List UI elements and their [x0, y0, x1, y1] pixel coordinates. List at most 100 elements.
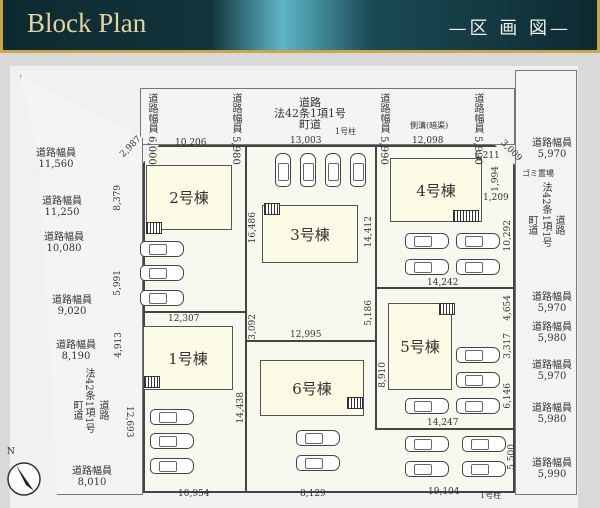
dimension: 13,003: [290, 136, 322, 146]
dimension: 10,292: [503, 220, 513, 252]
road-type-label: 町道: [71, 400, 82, 420]
car-icon: [405, 436, 449, 452]
car-icon: [150, 433, 194, 449]
dimension: 6,146: [503, 383, 513, 409]
page-title: Block Plan: [27, 8, 147, 38]
road-law-label: 法42条1項1号: [540, 182, 551, 248]
dimension: 8,910: [378, 362, 388, 388]
car-icon: [405, 398, 449, 414]
car-icon: [140, 265, 184, 281]
dimension: 1,994: [491, 166, 501, 192]
north-compass-icon: N: [4, 447, 44, 497]
dimension: 12,995: [290, 330, 322, 340]
dimension: 1,211: [474, 151, 500, 161]
dimension: 3,092: [248, 314, 258, 340]
dimension: 5,991: [113, 270, 123, 296]
header-banner: Block Plan —区 画 図—: [0, 0, 600, 53]
dimension: 16,486: [248, 212, 258, 244]
dimension: 8,129: [300, 489, 326, 499]
car-icon: [296, 430, 340, 446]
car-icon: [456, 259, 500, 275]
car-icon: [405, 461, 449, 477]
building-5[interactable]: 5号棟: [388, 303, 452, 390]
dimension: 19,104: [428, 487, 460, 497]
road-label: 道路: [97, 400, 108, 420]
dimension: 12,098: [412, 136, 444, 146]
dimension: 8,379: [113, 185, 123, 211]
car-icon: [456, 398, 500, 414]
road-label: 道路: [299, 96, 321, 109]
car-icon: [150, 409, 194, 425]
dimension: 14,438: [236, 392, 246, 424]
dimension: 10,206: [175, 138, 207, 148]
road-width-label: 道路幅員 5,990: [472, 93, 483, 165]
road-width-label: 道路幅員 6,000: [146, 93, 157, 165]
dimension: 5,500: [507, 444, 517, 470]
lot-line: [246, 340, 376, 342]
car-icon: [140, 290, 184, 306]
dimension: 14,412: [364, 216, 374, 248]
north-label: N: [7, 447, 15, 457]
road-width-label: 道路幅員 5,980: [230, 93, 241, 165]
post-label: 1号柱: [480, 491, 502, 500]
post-label: 1号柱: [335, 127, 357, 136]
dimension: 12,307: [168, 314, 200, 324]
dimension: 14,247: [427, 418, 459, 428]
road-type: 町道: [299, 118, 321, 131]
road-right: [515, 70, 577, 495]
stairs-icon: [144, 376, 160, 388]
car-icon: [140, 241, 184, 257]
dimension: 3,317: [503, 333, 513, 359]
gutter-label: 側溝(暗渠): [410, 121, 449, 130]
car-icon: [456, 347, 500, 363]
stairs-icon: [347, 397, 363, 409]
car-icon: [405, 233, 449, 249]
lot-line: [245, 145, 247, 493]
dimension: 5,186: [364, 300, 374, 326]
lot-line: [143, 311, 246, 313]
road-designation: 道路 法42条1項1号 町道: [270, 97, 350, 130]
dimension: 1,209: [483, 193, 509, 203]
car-icon: [150, 458, 194, 474]
car-icon: [462, 461, 506, 477]
building-2[interactable]: 2号棟: [146, 165, 232, 230]
car-icon: [456, 372, 500, 388]
car-icon: [456, 233, 500, 249]
lot-line: [375, 287, 515, 289]
page-subtitle: —区 画 図—: [448, 18, 571, 39]
road-type-label: 町道: [526, 215, 537, 235]
stairs-icon: [439, 303, 455, 315]
road-law: 法42条1項1号: [274, 107, 346, 120]
car-icon: [405, 259, 449, 275]
road-width-label: 道路幅員 5,990: [378, 93, 389, 165]
building-6[interactable]: 6号棟: [260, 360, 364, 416]
stairs-icon: [453, 210, 479, 222]
dimension: 14,242: [427, 278, 459, 288]
car-icon: [325, 153, 341, 187]
road-label: 道路: [553, 215, 564, 235]
road-top: [140, 88, 515, 145]
dimension: 10,954: [178, 489, 210, 499]
car-icon: [300, 153, 316, 187]
car-icon: [462, 436, 506, 452]
dimension: 12,693: [124, 406, 134, 438]
dimension: 4,913: [114, 332, 124, 358]
car-icon: [350, 153, 366, 187]
garbage-area-label: ゴミ置場: [522, 169, 554, 178]
stairs-icon: [264, 203, 280, 215]
stairs-icon: [146, 222, 162, 234]
road-law-label: 法42条1項1号: [83, 368, 94, 434]
lot-line: [375, 428, 515, 430]
